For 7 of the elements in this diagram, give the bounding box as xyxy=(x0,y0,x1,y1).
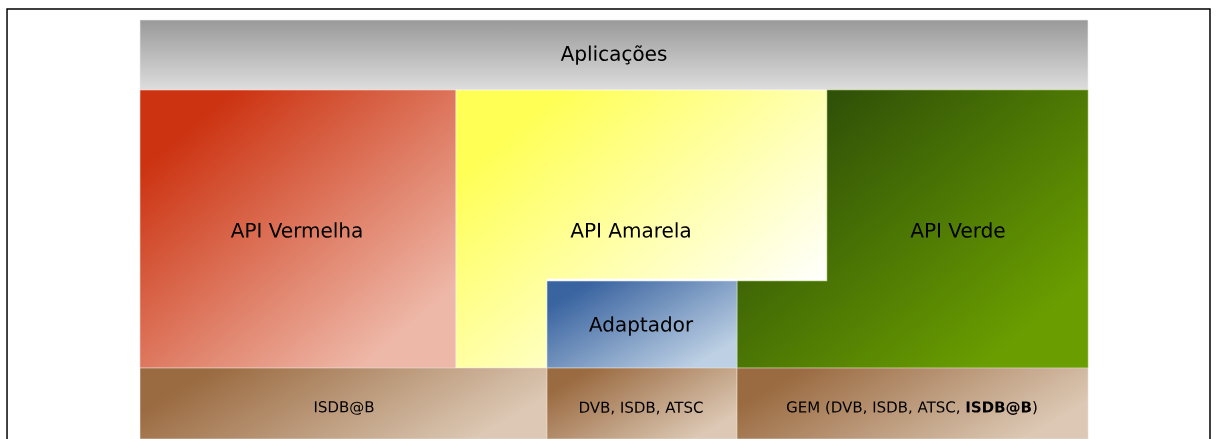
layer-band: Aplicações xyxy=(139,19,1089,91)
standard-block: DVB, ISDB, ATSC xyxy=(546,367,738,439)
standard-block: GEM (DVB, ISDB, ATSC, ISDB@B) xyxy=(736,367,1089,439)
adapter-block: Adaptador xyxy=(546,280,738,369)
standard-block: ISDB@B xyxy=(139,367,548,439)
api-block: API Vermelha xyxy=(139,89,457,369)
api-block: API Verde xyxy=(736,89,1089,369)
